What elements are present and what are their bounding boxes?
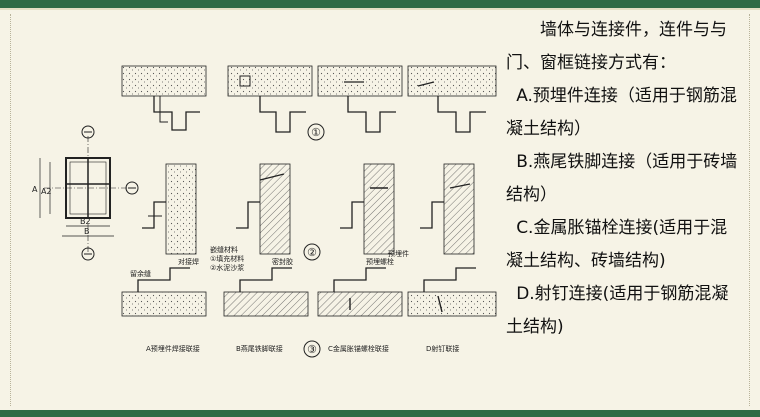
dim-label-a: A [32, 185, 38, 194]
intro-paragraph: 墙体与连接件，连件与与门、窗框链接方式有： [506, 20, 727, 73]
method-c: C.金属胀锚栓连接(适用于混凝土结构、砖墙结构) [506, 218, 728, 271]
left-dotted-border [10, 14, 12, 406]
dim-label-b: B [84, 227, 90, 236]
method-a: A.预埋件连接（适用于钢筋混凝土结构） [506, 86, 737, 139]
description-panel: 墙体与连接件，连件与与门、窗框链接方式有： A.预埋件连接（适用于钢筋混凝土结构… [506, 14, 744, 344]
bottom-accent-bar [0, 410, 760, 417]
note-butt-weld: 对接焊 [178, 257, 199, 266]
row-3-details: 留余缝 密封胶 对接焊 预埋螺栓 ③ A预埋件焊接联接 B燕尾铁脚联接 C金属胀… [121, 257, 497, 358]
row-marker-1: ① [311, 126, 321, 139]
right-dotted-border [749, 14, 751, 406]
row-1-details: ① [121, 65, 497, 141]
row-marker-3: ③ [307, 343, 317, 356]
top-accent-bar [0, 0, 760, 10]
caption-d: D射钉联接 [426, 344, 459, 353]
note-embedded-part: 预埋件 [388, 249, 409, 258]
row-2-details: ② 嵌缝材料 ①填充材料 ②水泥沙浆 预埋件 [142, 163, 475, 272]
note-filler-material: ①填充材料 [210, 254, 244, 263]
row-marker-2: ② [307, 246, 317, 259]
note-sealant-material: 嵌缝材料 [210, 245, 238, 254]
caption-c: C金属胀锚螺栓联接 [328, 344, 389, 353]
method-d: D.射钉连接(适用于钢筋混凝土结构) [506, 284, 729, 337]
note-cement-mortar: ②水泥沙浆 [210, 263, 244, 272]
note-sealant: 密封胶 [272, 257, 293, 266]
caption-a: A预埋件焊接联接 [146, 344, 200, 353]
window-elevation: A A2 B2 B [32, 125, 139, 261]
method-b: B.燕尾铁脚连接（适用于砖墙结构） [506, 152, 738, 205]
note-embedded-bolt: 预埋螺栓 [366, 257, 394, 266]
dim-label-b2: B2 [80, 217, 91, 226]
note-reserved-gap: 留余缝 [130, 269, 151, 278]
dim-label-a2: A2 [41, 187, 52, 196]
technical-drawing: A A2 B2 B ① [14, 12, 502, 404]
caption-b: B燕尾铁脚联接 [236, 344, 283, 353]
